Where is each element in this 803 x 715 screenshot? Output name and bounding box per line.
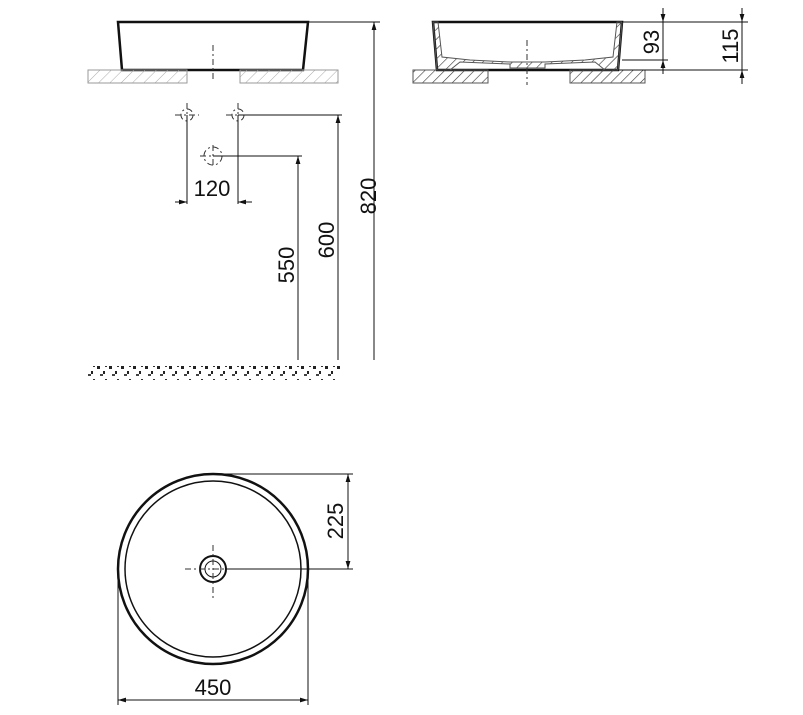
side-elevation-view: 820 600 550 120 [87,20,381,380]
dim-120-label: 120 [194,176,231,201]
dim-820-label: 820 [356,178,381,215]
dim-550-label: 550 [274,247,299,284]
dim-600-label: 600 [314,222,339,259]
section-view: 93 115 [412,8,748,85]
dim-225-label: 225 [323,503,348,540]
dim-115-label: 115 [718,28,743,63]
floor [88,366,340,380]
top-view: 225 450 [116,472,353,705]
countertop-left [87,69,188,84]
dim-93-label: 93 [639,30,664,54]
countertop-right [239,69,339,84]
countertop-right-section [569,69,646,84]
countertop-left-section [412,69,489,84]
dim-450-label: 450 [195,675,232,700]
